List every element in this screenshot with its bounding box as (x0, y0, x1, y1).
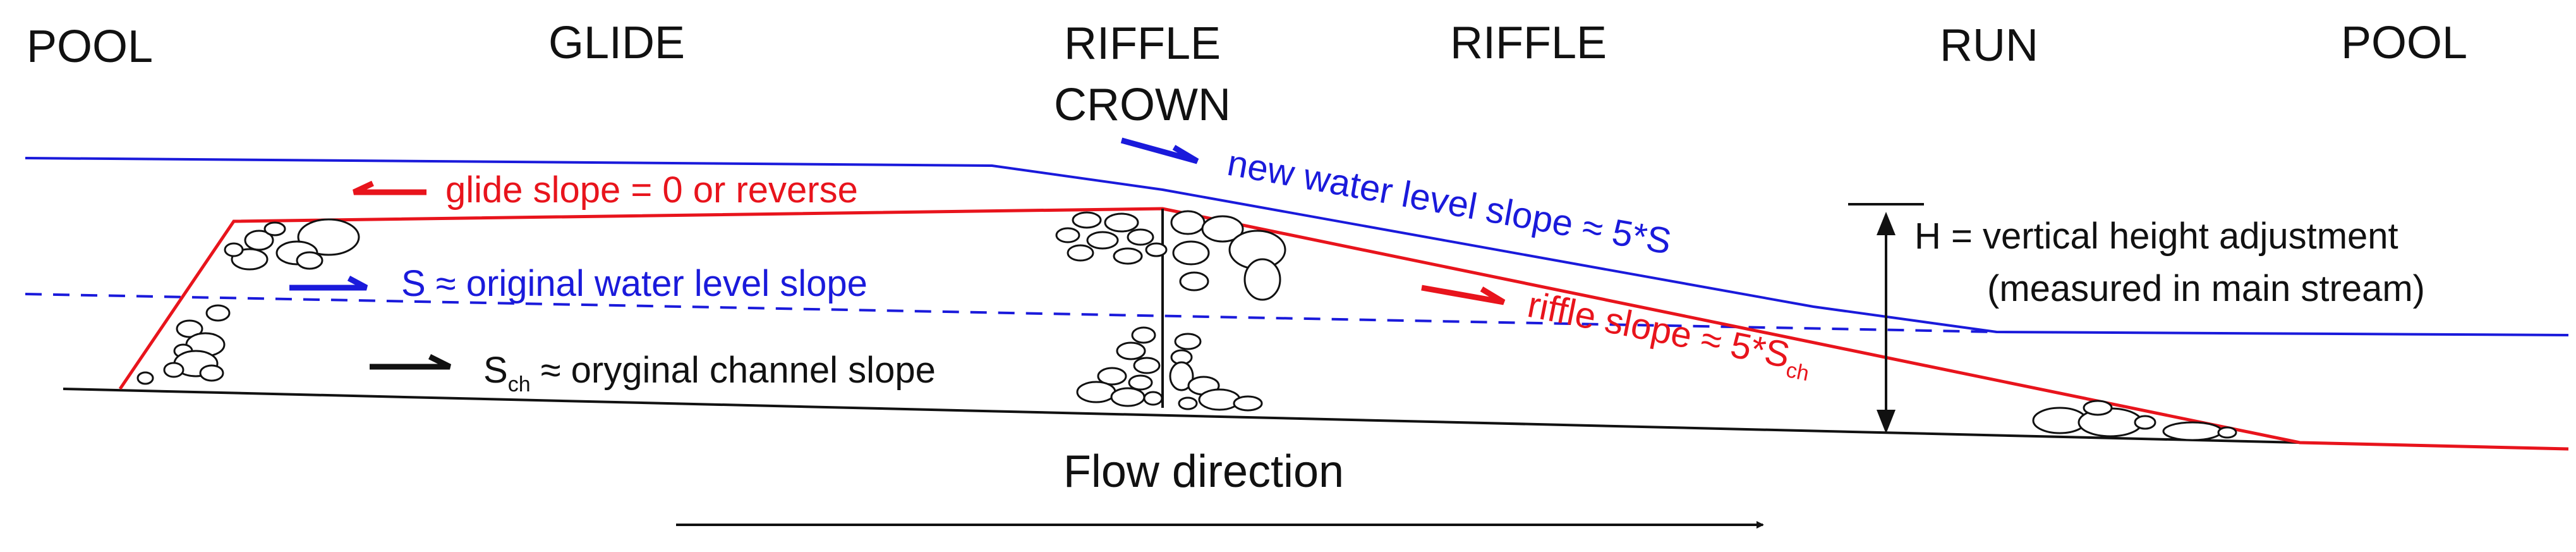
new-water-level-line (25, 157, 2569, 336)
glide-slope-arrow-icon (353, 180, 426, 195)
rock-cluster-run (2032, 400, 2237, 441)
height-adjustment-label-2: (measured in main stream) (1987, 268, 2425, 309)
riffle-slope-arrow-icon (1421, 285, 1506, 305)
height-adjustment-arrow-icon (1848, 203, 1924, 434)
channel-slope-label: Sch ≈ oryginal channel slope (483, 350, 936, 396)
channel-slope-symbol: S (483, 350, 508, 391)
original-water-level-line (25, 293, 1997, 333)
original-water-slope-arrow-icon (289, 276, 368, 291)
section-label-run: RUN (1940, 20, 2038, 71)
section-label-pool-right: POOL (2341, 18, 2467, 68)
channel-slope-text: ≈ oryginal channel slope (531, 350, 936, 391)
section-label-riffle-crown-2: CROWN (1054, 80, 1231, 130)
channel-slope-arrow-icon (370, 353, 452, 370)
section-label-riffle: RIFFLE (1450, 18, 1607, 68)
new-water-slope-label: new water level slope ≈ 5*S (1225, 142, 1674, 262)
section-label-riffle-crown-1: RIFFLE (1064, 18, 1221, 69)
flow-direction-label: Flow direction (1063, 446, 1344, 497)
rock-cluster-crown (1055, 210, 1286, 412)
rock-cluster-left (136, 218, 360, 385)
original-channel-line (63, 388, 2301, 444)
riffle-slope-subscript: ch (1784, 358, 1811, 386)
new-water-slope-arrow-icon (1120, 137, 1199, 164)
section-label-glide: GLIDE (548, 18, 685, 68)
riffle-slope-text: riffle slope ≈ 5*S (1524, 284, 1793, 376)
height-adjustment-label-1: H = vertical height adjustment (1914, 216, 2398, 257)
original-water-slope-label: S ≈ original water level slope (401, 263, 868, 304)
glide-slope-label: glide slope = 0 or reverse (445, 169, 858, 211)
section-label-pool-left: POOL (27, 21, 153, 72)
channel-slope-subscript: ch (508, 372, 531, 396)
